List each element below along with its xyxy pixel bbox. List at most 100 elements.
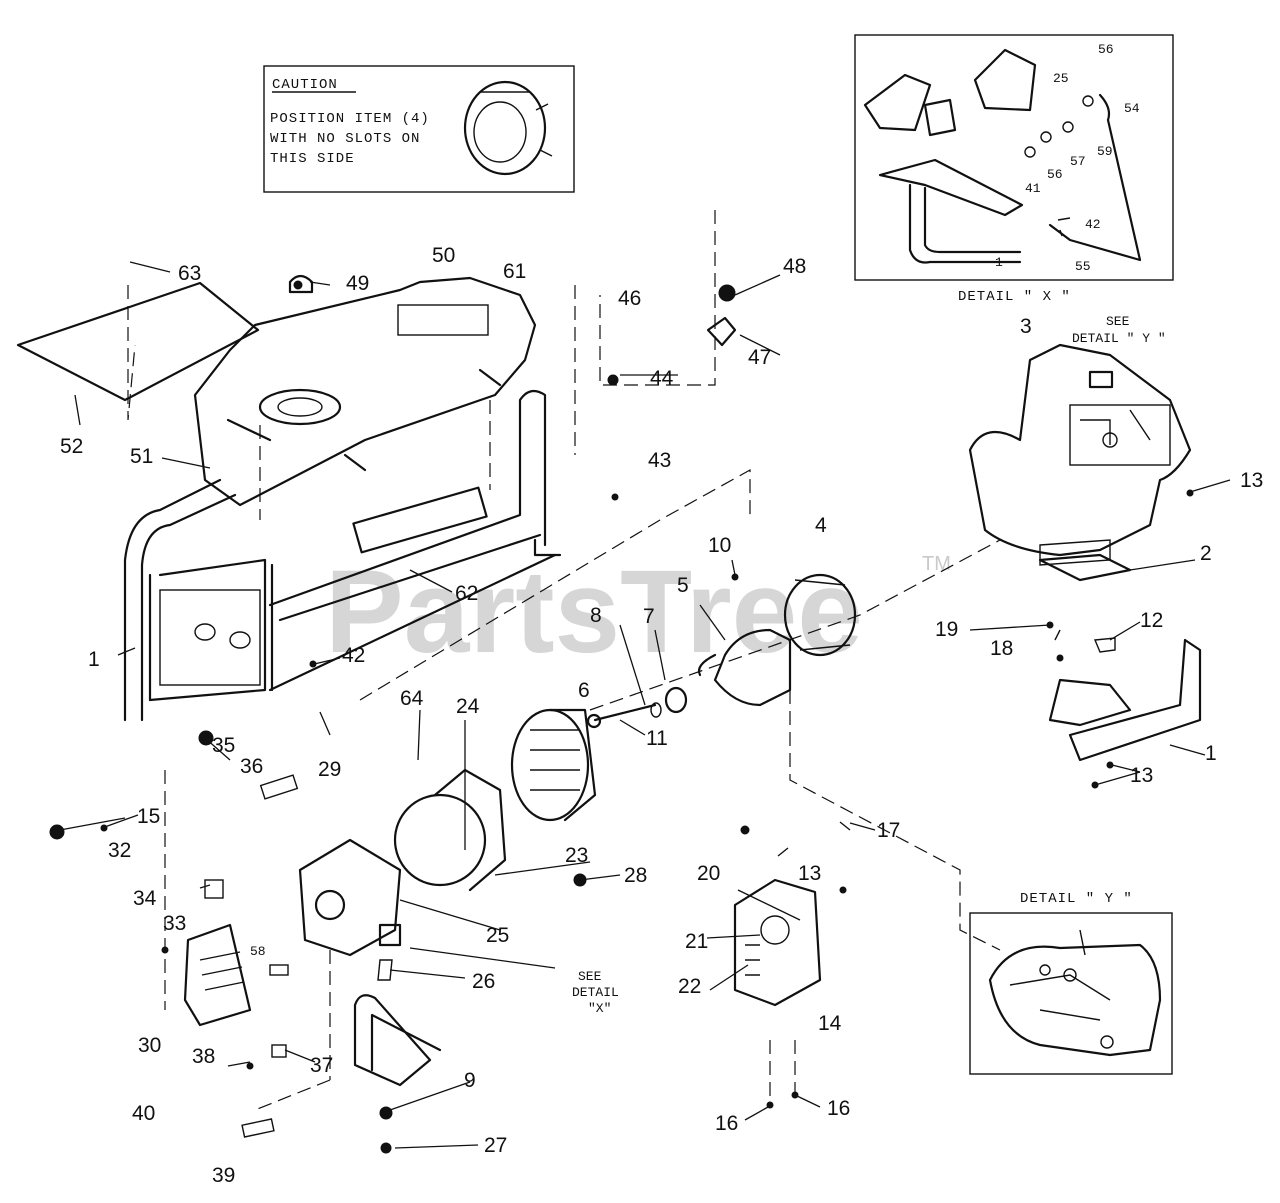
label-54: 54 (1124, 101, 1140, 116)
label-16-right: 16 (827, 1097, 850, 1120)
label-49: 49 (346, 272, 369, 295)
stator (510, 708, 597, 822)
caution-box: CAUTION POSITION ITEM (4) WITH NO SLOTS … (263, 65, 575, 193)
label-10: 10 (708, 534, 731, 557)
label-44: 44 (650, 367, 674, 390)
label-47: 47 (748, 346, 771, 369)
detail-y-caption: DETAIL " Y " (1020, 891, 1133, 907)
leader-lines (59, 261, 1231, 1149)
label-56-top: 56 (1098, 42, 1114, 57)
label-15: 15 (137, 805, 160, 828)
label-34: 34 (133, 887, 157, 910)
label-41: 41 (1025, 181, 1041, 196)
detail-y-sketch (988, 929, 1162, 1057)
label-7: 7 (643, 605, 655, 628)
label-56-mid: 56 (1047, 167, 1063, 182)
control-box (733, 878, 822, 1007)
label-24: 24 (456, 695, 480, 718)
fuel-tank (193, 274, 576, 520)
label-58: 58 (250, 944, 266, 959)
see-detail-x-line-2: DETAIL (572, 985, 619, 1000)
control-panel-cover (16, 281, 260, 421)
engine (968, 343, 1192, 582)
main-frame (123, 389, 562, 722)
label-9: 9 (464, 1069, 476, 1092)
label-46: 46 (618, 287, 641, 310)
see-detail-y-line-2: DETAIL " Y " (1072, 331, 1166, 346)
label-37: 37 (310, 1054, 333, 1077)
label-57: 57 (1070, 154, 1086, 169)
caution-title: CAUTION (272, 77, 338, 93)
label-19: 19 (935, 618, 958, 641)
detail-x-caption: DETAIL " X " (958, 289, 1071, 305)
label-18: 18 (990, 637, 1013, 660)
label-6: 6 (578, 679, 590, 702)
see-detail-y-line-1: SEE (1106, 314, 1130, 329)
centre-line-2 (359, 468, 751, 701)
label-50: 50 (432, 244, 455, 267)
caution-line-2: WITH NO SLOTS ON (270, 131, 420, 147)
label-17: 17 (877, 819, 900, 842)
label-4: 4 (815, 514, 827, 537)
fan-housing-sketch (463, 80, 553, 176)
label-30: 30 (138, 1034, 161, 1057)
hardware-dots (49, 280, 1194, 1154)
detail-y-box: DETAIL " Y " (969, 891, 1173, 1075)
label-35: 35 (212, 734, 235, 757)
label-23: 23 (565, 844, 588, 867)
caution-line-1: POSITION ITEM (4) (270, 111, 430, 127)
see-detail-x-line-1: SEE (578, 969, 602, 984)
label-61: 61 (503, 260, 526, 283)
label-32: 32 (108, 839, 131, 862)
label-51: 51 (130, 445, 153, 468)
label-29: 29 (318, 758, 341, 781)
label-25-detail: 25 (1053, 71, 1069, 86)
label-36: 36 (240, 755, 263, 778)
centre-line (589, 539, 1001, 711)
label-26: 26 (472, 970, 495, 993)
label-21: 21 (685, 930, 708, 953)
label-2: 2 (1200, 542, 1212, 565)
label-38: 38 (192, 1045, 215, 1068)
detail-x-sketch (863, 48, 1142, 264)
part-labels: 63 52 49 50 61 51 46 48 47 44 43 62 42 1… (60, 42, 1263, 1187)
label-1-detail: 1 (995, 255, 1003, 270)
label-1-main: 1 (88, 648, 100, 671)
label-28: 28 (624, 864, 647, 887)
watermark: PartsTree (325, 546, 863, 678)
label-20: 20 (697, 862, 720, 885)
watermark-tm: TM (922, 553, 951, 575)
label-5: 5 (677, 574, 689, 597)
label-16-left: 16 (715, 1112, 738, 1135)
label-63: 63 (178, 262, 201, 285)
centre-line-5 (769, 1040, 796, 1100)
label-64: 64 (400, 687, 424, 710)
rear-frame (1048, 638, 1202, 762)
centre-line-6 (599, 210, 716, 386)
label-13-top: 13 (1240, 469, 1263, 492)
label-52: 52 (60, 435, 83, 458)
label-3: 3 (1020, 315, 1032, 338)
see-detail-x-line-3: "X" (588, 1001, 611, 1016)
label-22: 22 (678, 975, 701, 998)
label-59: 59 (1097, 144, 1113, 159)
end-cover (183, 923, 252, 1027)
centre-line-4 (789, 690, 1001, 951)
fan (783, 573, 857, 657)
centre-line-3 (164, 770, 331, 1111)
label-25: 25 (486, 924, 509, 947)
label-14: 14 (818, 1012, 842, 1035)
caution-line-3: THIS SIDE (270, 151, 355, 167)
label-62: 62 (455, 582, 478, 605)
label-11: 11 (646, 727, 668, 750)
label-13-controlbox: 13 (798, 862, 821, 885)
rear-bearing-carrier (298, 838, 402, 957)
label-8: 8 (590, 604, 602, 627)
label-33: 33 (163, 912, 186, 935)
label-13-bottom: 13 (1130, 764, 1153, 787)
label-42-detail: 42 (1085, 217, 1101, 232)
label-43: 43 (648, 449, 671, 472)
label-42: 42 (342, 644, 365, 667)
stud-bolt (586, 686, 688, 729)
